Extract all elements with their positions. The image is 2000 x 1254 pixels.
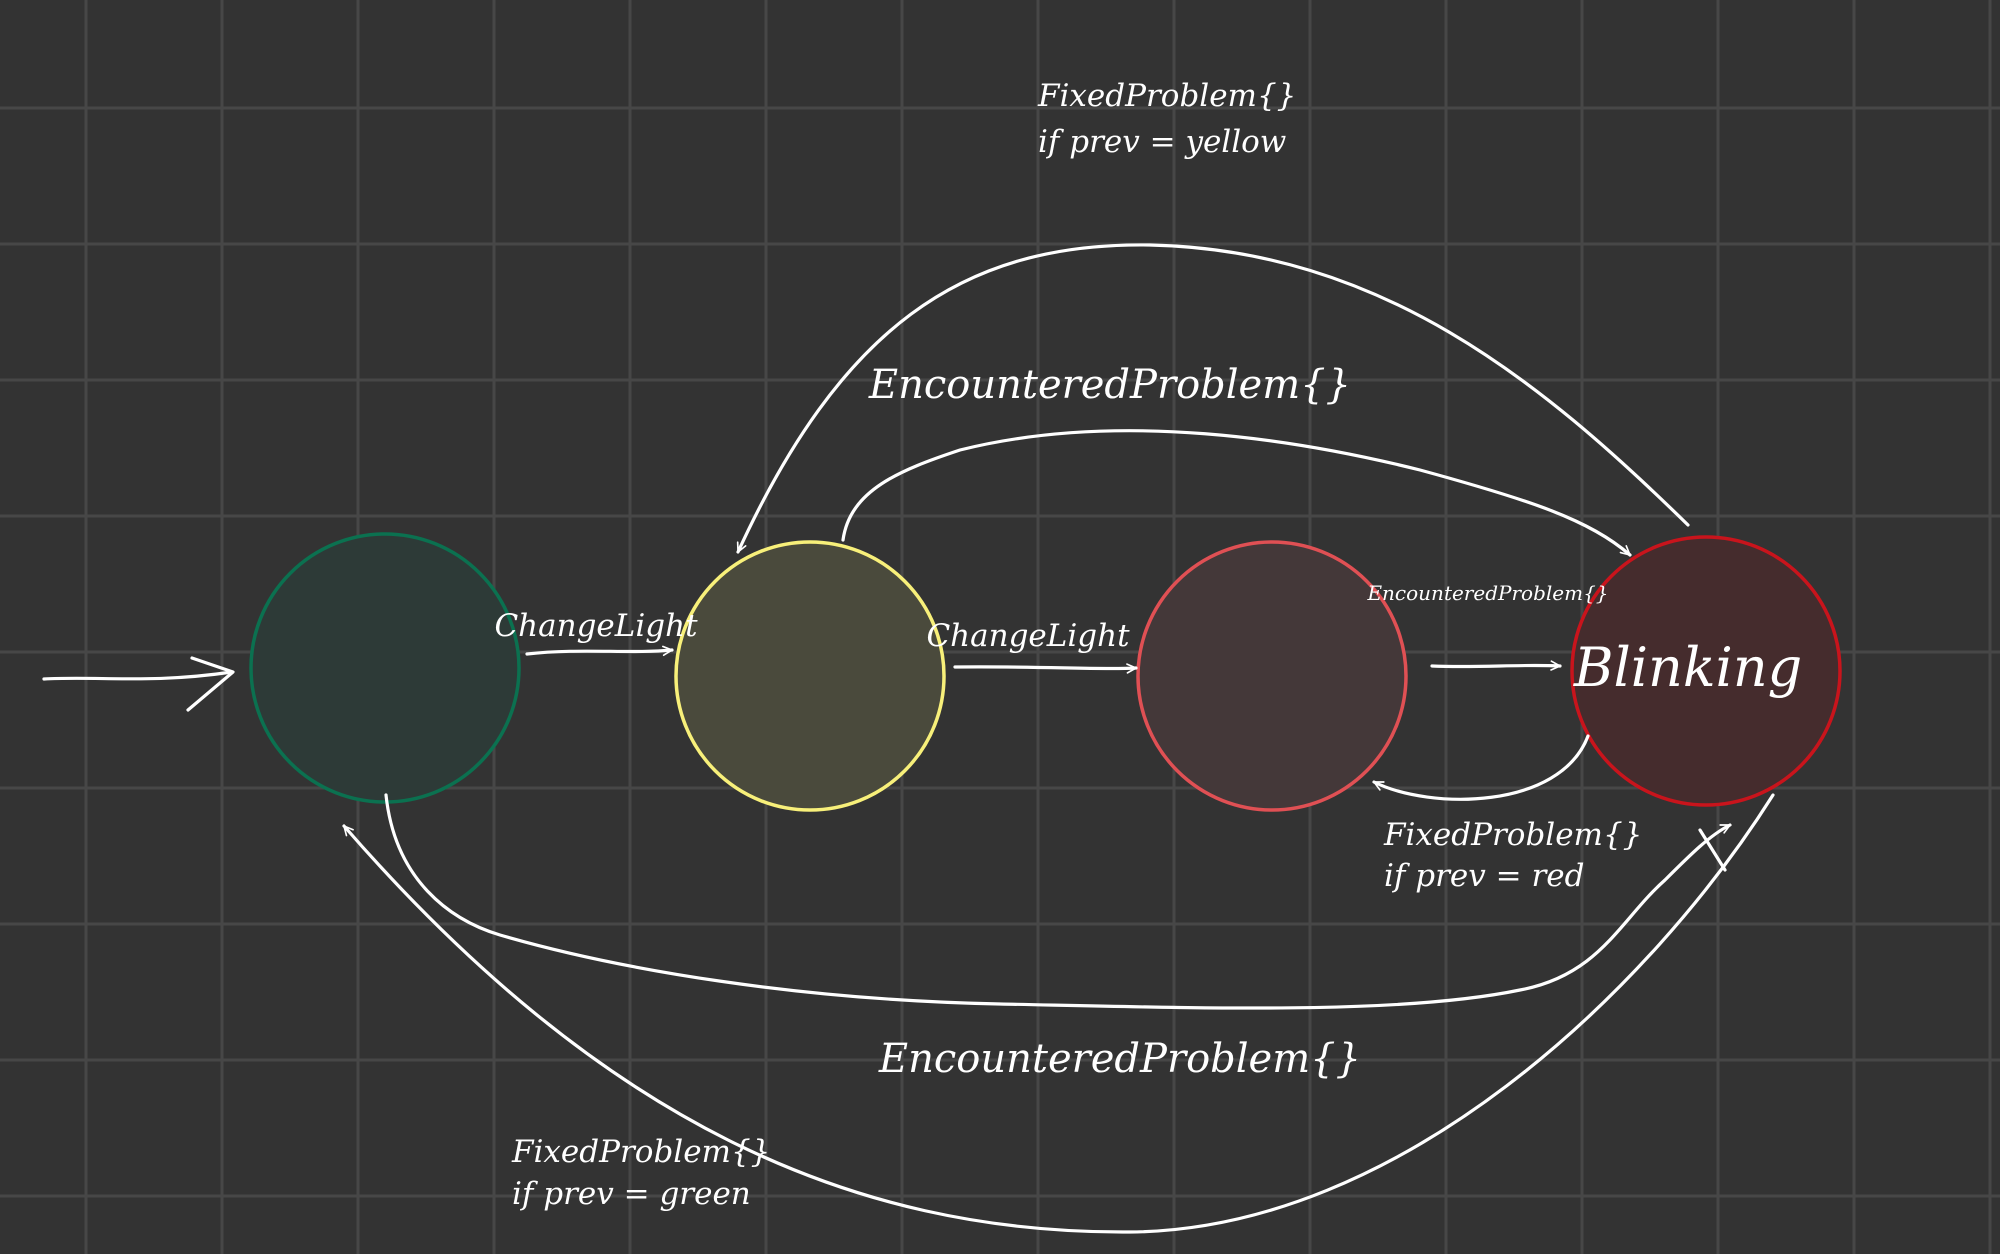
edge-green-to-yellow[interactable] xyxy=(525,645,674,657)
state-blinking[interactable] xyxy=(1570,535,1842,807)
state-yellow[interactable] xyxy=(674,540,946,812)
edge-yellow-to-blinking[interactable] xyxy=(841,429,1632,557)
edge-blinking-to-red-label-1: FixedProblem{} xyxy=(1383,817,1642,853)
state-green[interactable] xyxy=(249,532,521,804)
edge-blinking-to-yellow-label-2: if prev = yellow xyxy=(1038,124,1286,160)
edge-red-to-blinking[interactable] xyxy=(1430,660,1562,671)
edge-green-to-blinking[interactable] xyxy=(384,793,1732,1010)
edge-blinking-to-yellow[interactable] xyxy=(736,243,1690,554)
edge-blinking-to-green[interactable] xyxy=(342,793,1775,1234)
edge-red-to-blinking-label: EncounteredProblem{} xyxy=(1366,581,1608,605)
edge-blinking-to-green-label-1: FixedProblem{} xyxy=(511,1134,770,1170)
edge-green-to-blinking-label: EncounteredProblem{} xyxy=(878,1036,1361,1082)
edge-blinking-to-red-label-2: if prev = red xyxy=(1384,858,1584,894)
edge-blinking-to-green-label-2: if prev = green xyxy=(512,1176,751,1212)
edge-yellow-to-red-label: ChangeLight xyxy=(926,618,1130,654)
edge-blinking-to-red[interactable] xyxy=(1372,734,1590,801)
state-red[interactable] xyxy=(1136,540,1408,812)
edge-green-to-yellow-label: ChangeLight xyxy=(494,608,698,644)
edge-blinking-to-yellow-label-1: FixedProblem{} xyxy=(1037,78,1296,114)
state-blinking-label: Blinking xyxy=(1573,636,1802,699)
edge-blinking-to-green-tick xyxy=(1698,828,1727,872)
initial-entry-arrow xyxy=(42,670,234,681)
edge-yellow-to-red[interactable] xyxy=(953,663,1138,674)
initial-entry-arrowhead xyxy=(186,656,235,712)
edge-yellow-to-blinking-label: EncounteredProblem{} xyxy=(868,362,1351,408)
